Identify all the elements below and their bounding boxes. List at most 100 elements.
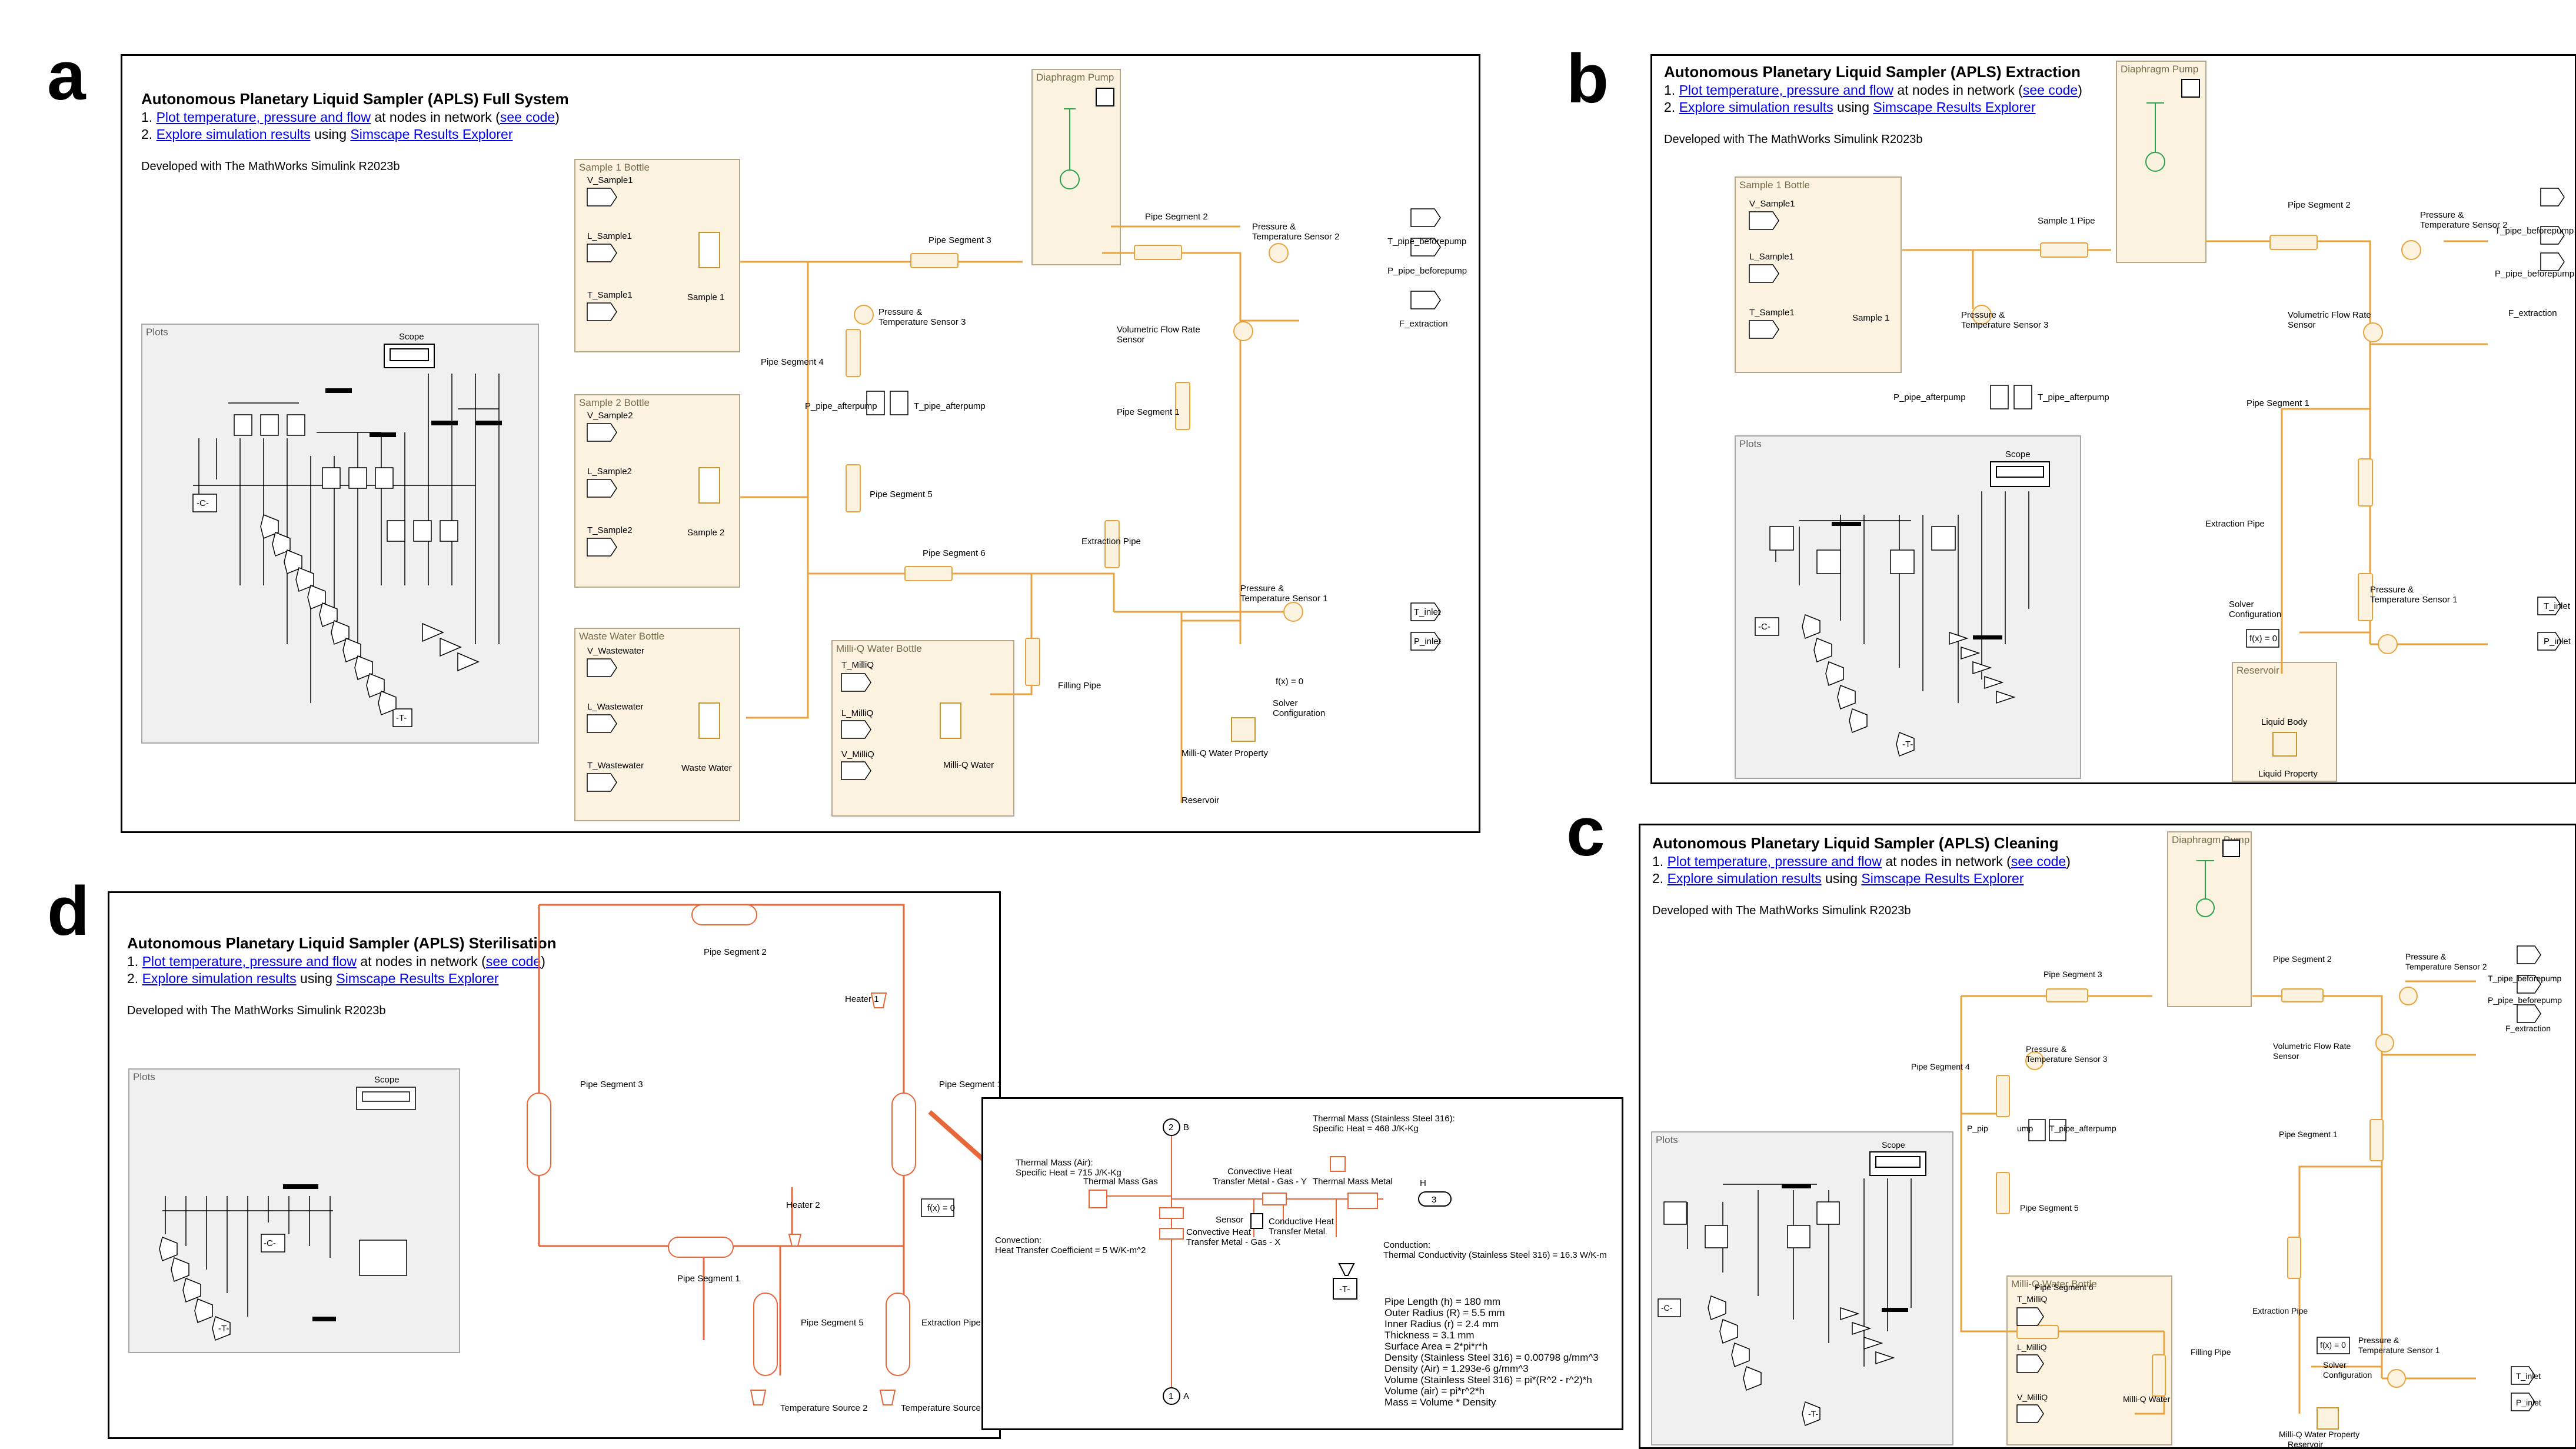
svg-text:3: 3 <box>1432 1195 1436 1205</box>
svg-text:Pressure &Temperature Sensor 1: Pressure &Temperature Sensor 1 <box>2370 585 2457 605</box>
lbl-t-after: T_pipe_afterpump <box>914 401 986 411</box>
ports-c <box>2017 946 2541 1423</box>
svg-text:Pipe Segment 2: Pipe Segment 2 <box>2288 200 2351 210</box>
lbl-pt2: Pressure &Temperature Sensor 2 <box>1252 222 1339 242</box>
lbl-flow: Volumetric Flow RateSensor <box>1117 325 1200 345</box>
svg-text:P_pipe_beforepump: P_pipe_beforepump <box>2488 995 2562 1005</box>
svg-text:Pressure &Temperature Sensor 3: Pressure &Temperature Sensor 3 <box>1961 310 2048 330</box>
lbl-out-tb: T_pipe_beforepump <box>1387 236 1466 247</box>
lbl-seg3: Pipe Segment 3 <box>928 235 991 245</box>
pipe-segment <box>905 567 952 581</box>
detail-tm-steel: Thermal Mass (Stainless Steel 316): Spec… <box>1313 1114 1489 1134</box>
svg-text:L_MilliQ: L_MilliQ <box>2017 1343 2047 1352</box>
detail-box: 2B 1A 3H Thermal Mass Gas Thermal Mass M… <box>981 1097 1623 1430</box>
lbl-v1: V_Sample1 <box>587 175 633 185</box>
panel-d-diagram: Pipe Segment 2 Heater 1 Pipe Segment 3 P… <box>109 893 999 1437</box>
lbl-vm: V_MilliQ <box>841 750 874 760</box>
pipe-segment <box>911 254 958 268</box>
lbl-seg4: Pipe Segment 4 <box>761 357 824 367</box>
plot-blocks-a <box>193 415 478 727</box>
detail-conv-y: Convective Heat Transfer Metal - Gas - Y <box>1192 1167 1327 1187</box>
svg-text:V_MilliQ: V_MilliQ <box>2017 1393 2048 1402</box>
detail-params: Pipe Length (h) = 180 mmOuter Radius (R)… <box>1384 1296 1599 1408</box>
svg-text:P_inlet: P_inlet <box>2516 1398 2541 1407</box>
svg-text:f(x) = 0: f(x) = 0 <box>2249 634 2277 644</box>
lbl-t2: T_Sample2 <box>587 525 633 535</box>
panel-b-diagram: V_Sample1L_Sample1T_Sample1 Sample 1 Sam… <box>1652 56 2575 782</box>
svg-text:Pipe Segment 3: Pipe Segment 3 <box>580 1080 643 1090</box>
pipes-d <box>527 905 916 1405</box>
svg-text:Milli-Q Water: Milli-Q Water <box>2123 1394 2171 1404</box>
panel-label-c: c <box>1566 797 1605 867</box>
svg-text:Volumetric Flow RateSensor: Volumetric Flow RateSensor <box>2288 310 2371 330</box>
milliq-property <box>1232 718 1255 741</box>
svg-text:Temperature Source 2: Temperature Source 2 <box>780 1403 867 1413</box>
svg-text:Pipe Segment 5: Pipe Segment 5 <box>2020 1203 2079 1213</box>
panel-d-canvas: Autonomous Planetary Liquid Sampler (APL… <box>108 891 1001 1439</box>
svg-text:T_pipe_afterpump: T_pipe_afterpump <box>2038 392 2109 402</box>
svg-text:H: H <box>1420 1178 1426 1188</box>
bus-b <box>1832 522 2002 639</box>
svg-text:Temperature Source 1: Temperature Source 1 <box>901 1403 988 1413</box>
svg-text:Thermal Mass Gas: Thermal Mass Gas <box>1083 1177 1158 1187</box>
svg-text:T_pipe_afterpump: T_pipe_afterpump <box>2049 1124 2116 1133</box>
lbl-p-after: P_pipe_afterpump <box>805 401 877 411</box>
lbl-vw: V_Wastewater <box>587 646 644 656</box>
svg-text:f(x) = 0: f(x) = 0 <box>2320 1340 2346 1350</box>
pt-sensor <box>1269 244 1288 262</box>
svg-text:T_pipe_beforepump: T_pipe_beforepump <box>2495 226 2574 236</box>
plot-wires-b <box>1776 491 2029 703</box>
lbl-sample2: Sample 2 <box>687 528 724 538</box>
lbl-seg2: Pipe Segment 2 <box>1145 212 1208 222</box>
lbl-pt3: Pressure &Temperature Sensor 3 <box>878 307 966 327</box>
lbl-out-pb: P_pipe_beforepump <box>1387 266 1467 276</box>
labels-c: Pipe Segment 3 Pipe Segment 2 Pressure &… <box>1661 952 2562 1447</box>
lbl-waste: Waste Water <box>681 763 732 773</box>
svg-text:-T-: -T- <box>1902 740 1913 750</box>
svg-text:2: 2 <box>1169 1122 1173 1132</box>
pipe-segment <box>846 329 860 377</box>
lbl-milliq: Milli-Q Water <box>943 760 994 770</box>
pump-a <box>1060 88 1114 189</box>
pipe-network-b <box>1902 241 2488 674</box>
svg-text:-T-: -T- <box>1808 1409 1818 1418</box>
pipe-segment <box>1134 245 1182 259</box>
svg-text:Sample 1 Pipe: Sample 1 Pipe <box>2038 216 2095 226</box>
plot-terminators-a <box>261 515 396 715</box>
lbl-reservoir: Reservoir <box>1182 795 1219 805</box>
svg-text:Extraction Pipe: Extraction Pipe <box>2205 519 2265 529</box>
svg-text:L_Sample1: L_Sample1 <box>1749 252 1794 262</box>
pipe-wire <box>740 226 1299 803</box>
svg-text:T_inlet: T_inlet <box>2544 601 2571 611</box>
svg-text:-C-: -C- <box>1758 622 1770 632</box>
panel-c-canvas: Autonomous Planetary Liquid Sampler (APL… <box>1639 824 2576 1449</box>
lbl-solver: SolverConfiguration <box>1273 698 1325 718</box>
scope-b <box>1991 462 2049 487</box>
lbl-fx: f(x) = 0 <box>1276 677 1303 687</box>
svg-text:Sample 1: Sample 1 <box>1852 313 1889 323</box>
svg-text:Sensor: Sensor <box>1216 1215 1244 1225</box>
svg-text:V_Sample1: V_Sample1 <box>1749 199 1795 209</box>
panel-label-b: b <box>1566 44 1609 114</box>
svg-text:Pressure &Temperature Sensor 2: Pressure &Temperature Sensor 2 <box>2405 952 2487 971</box>
scope-a <box>384 344 434 368</box>
pipe-segment <box>1176 382 1190 429</box>
plot-blocks-d <box>159 1087 954 1340</box>
svg-text:Pipe Segment 1: Pipe Segment 1 <box>939 1080 999 1090</box>
svg-text:P_pipe_beforepump: P_pipe_beforepump <box>2495 269 2574 279</box>
svg-text:T_inlet: T_inlet <box>2516 1371 2541 1381</box>
panel-label-a: a <box>47 41 86 111</box>
svg-text:Heater 1: Heater 1 <box>845 994 879 1004</box>
lbl-seg6: Pipe Segment 6 <box>923 548 986 558</box>
pt-sensor <box>854 305 873 324</box>
panel-b-canvas: Autonomous Planetary Liquid Sampler (APL… <box>1650 54 2576 784</box>
svg-text:Pipe Segment 6: Pipe Segment 6 <box>2035 1283 2094 1292</box>
svg-text:Reservoir: Reservoir <box>2288 1440 2323 1447</box>
svg-text:P_pip: P_pip <box>1967 1124 1988 1133</box>
svg-text:Pipe Segment 4: Pipe Segment 4 <box>1911 1062 1970 1071</box>
svg-text:Pressure &Temperature Sensor 1: Pressure &Temperature Sensor 1 <box>2358 1335 2440 1355</box>
lbl-seg1: Pipe Segment 1 <box>1117 407 1180 417</box>
lbl-filling: Filling Pipe <box>1058 681 1101 691</box>
pipe-network-a <box>740 226 1299 803</box>
labels-b: V_Sample1L_Sample1T_Sample1 Sample 1 Sam… <box>1749 199 2574 779</box>
